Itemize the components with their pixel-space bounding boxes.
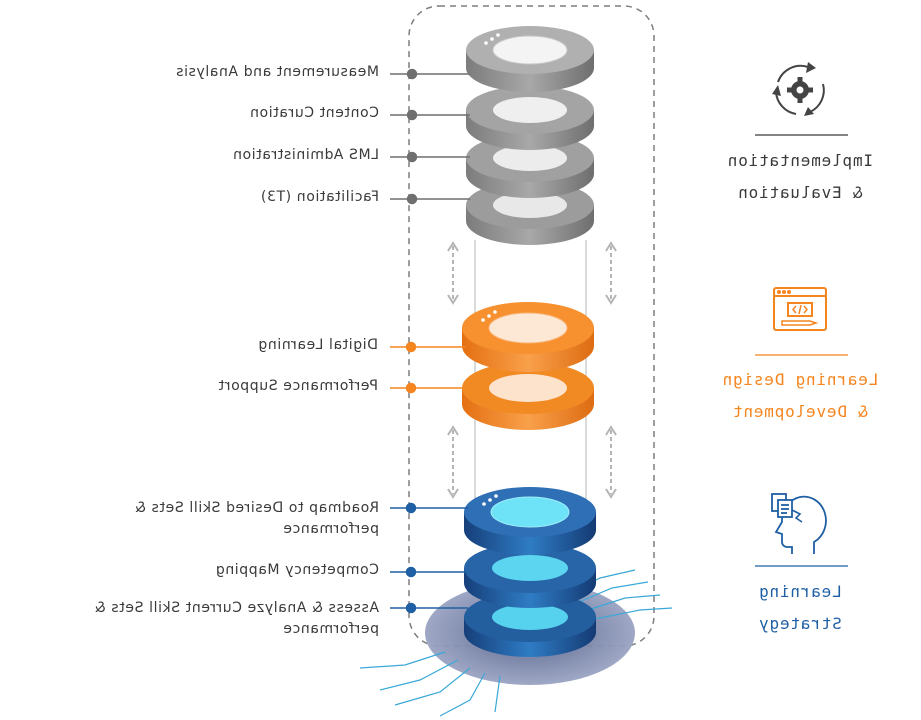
label-roadmap: Roadmap to Desired Skill Sets & performa… bbox=[134, 500, 379, 537]
orange-connectors bbox=[390, 341, 466, 394]
phase-learning-strategy: Learning Strategy bbox=[758, 582, 842, 633]
phase-implementation-evaluation: Implementation & Evaluation bbox=[726, 151, 874, 202]
label-performance-support: Performance Support bbox=[218, 378, 378, 394]
label-digital-learning: Digital Learning bbox=[257, 337, 378, 353]
gray-connectors bbox=[390, 68, 470, 205]
orange-disc-stack bbox=[462, 302, 594, 430]
label-facilitation: Facilitation (T3) bbox=[260, 189, 379, 205]
phase-learning-design-development: Learning Design & Development bbox=[721, 370, 879, 421]
code-browser-icon bbox=[773, 287, 827, 331]
gray-disc-stack bbox=[466, 26, 594, 245]
blue-disc-stack bbox=[464, 487, 596, 657]
label-measurement-analysis: Measurement and Analysis bbox=[175, 64, 379, 80]
circuit-lines bbox=[359, 569, 673, 717]
label-lms-administration: LMS Administration bbox=[232, 147, 379, 163]
head-documents-icon bbox=[771, 493, 827, 554]
label-competency-mapping: Competency Mapping bbox=[215, 562, 379, 578]
blue-connectors bbox=[390, 502, 468, 614]
gear-cycle-icon bbox=[772, 62, 825, 116]
label-content-curation: Content Curation bbox=[249, 105, 379, 121]
double-arrow-icon bbox=[447, 241, 617, 499]
label-assess-analyze: Assess & Analyze Current Skill Sets & pe… bbox=[94, 600, 379, 637]
